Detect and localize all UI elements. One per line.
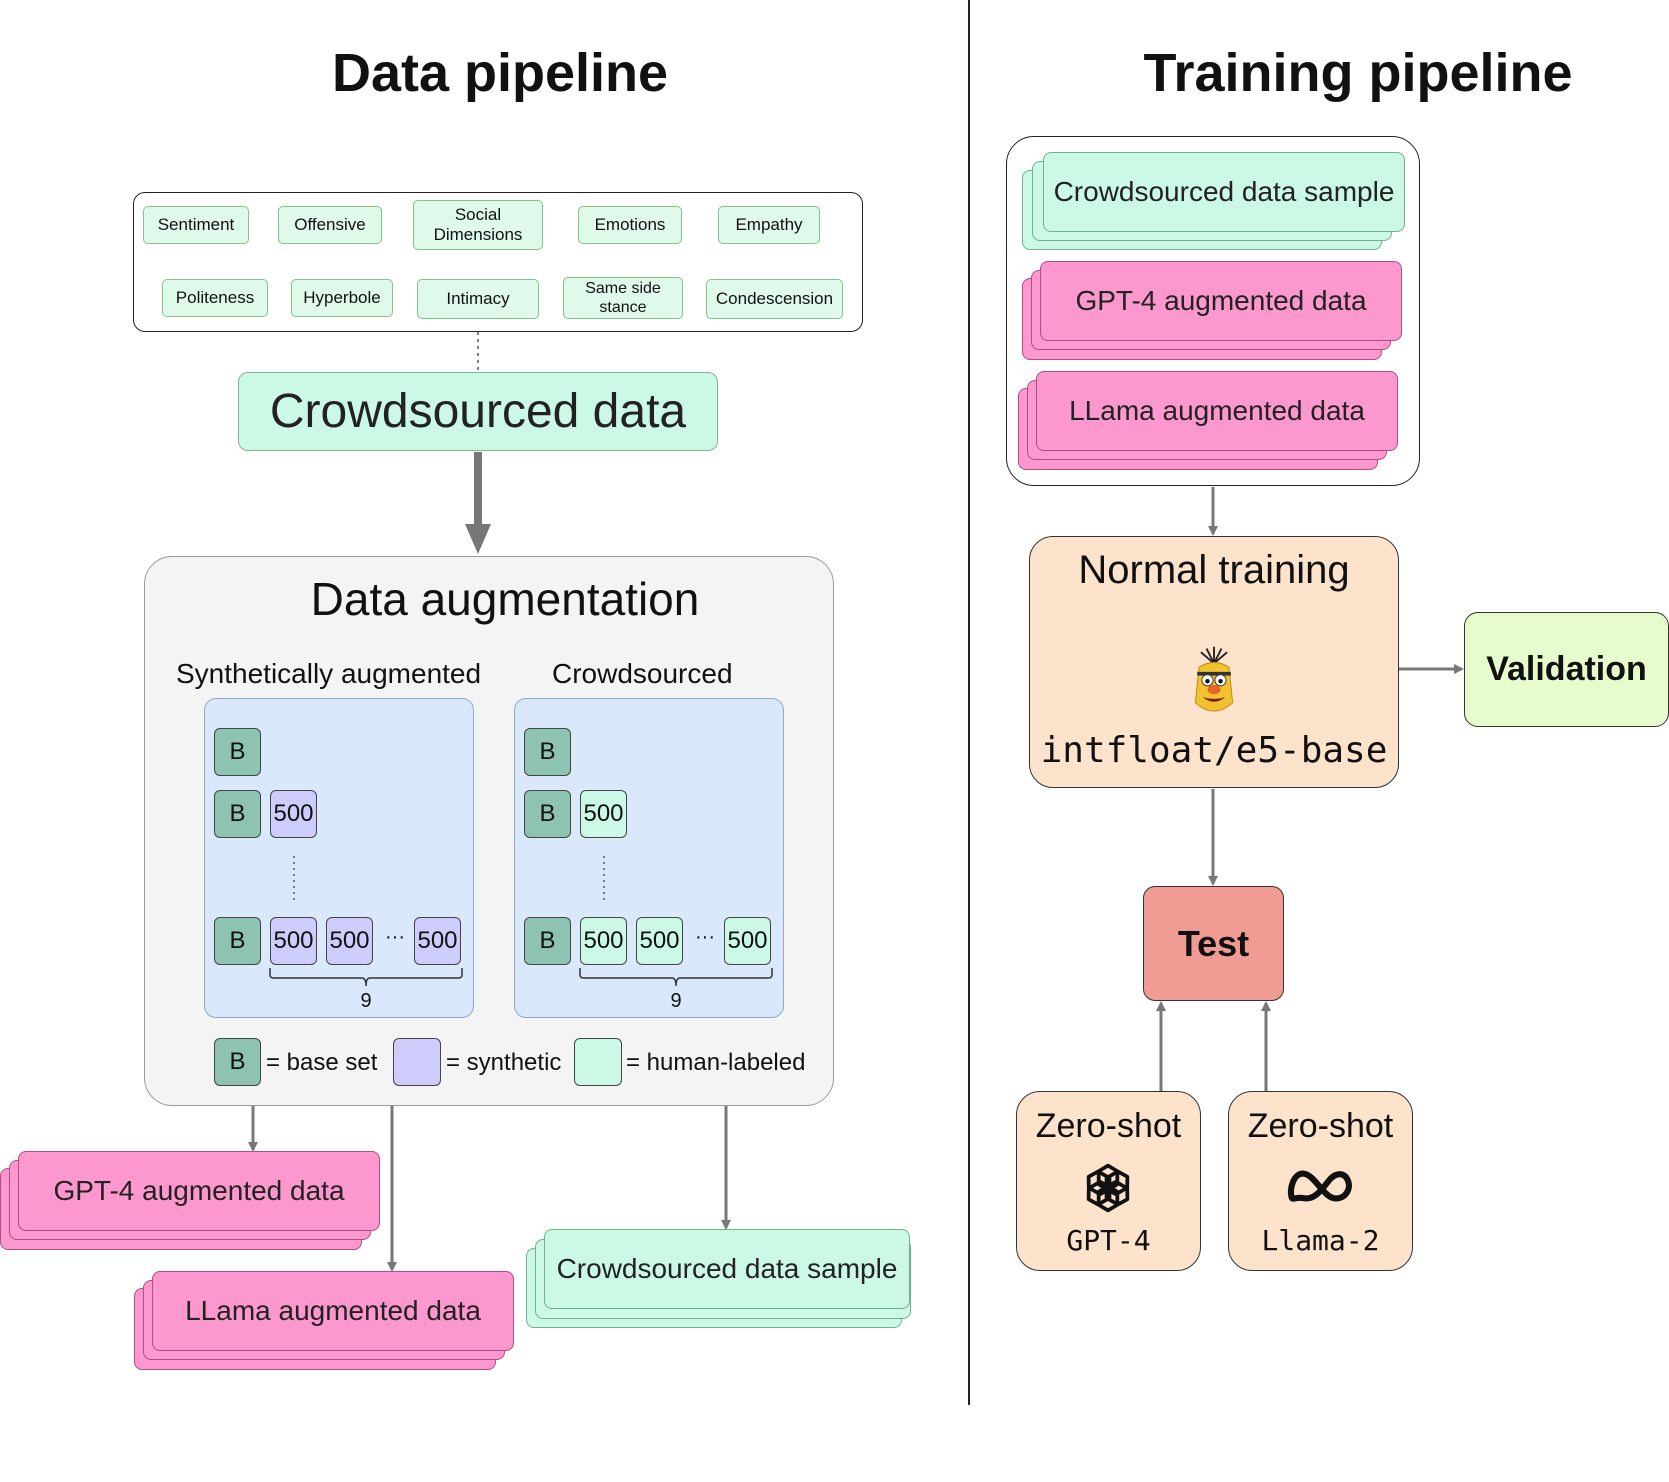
zero-shot-llama-box bbox=[1228, 1091, 1413, 1271]
base-set-block: B bbox=[214, 790, 261, 838]
openai-logo-icon bbox=[1086, 1163, 1130, 1213]
task-chip-sentiment: Sentiment bbox=[143, 206, 249, 244]
normal-training-title: Normal training bbox=[1078, 548, 1350, 592]
human-labeled-block: 500 bbox=[580, 917, 627, 965]
meta-logo-icon bbox=[1287, 1170, 1352, 1202]
base-set-block: B bbox=[214, 728, 261, 776]
model-name: intfloat/e5-base bbox=[1040, 730, 1388, 771]
repeat-count: 9 bbox=[670, 990, 682, 1012]
train-llama-augmented-data: LLama augmented data bbox=[1036, 371, 1398, 451]
task-chip-condescension: Condescension bbox=[706, 279, 843, 319]
legend-human-label: = human-labeled bbox=[626, 1049, 806, 1076]
bert-muppet-icon bbox=[1194, 646, 1234, 712]
task-chip-same-side-stance: Same side stance bbox=[563, 277, 683, 319]
human-labeled-block: 500 bbox=[636, 917, 683, 965]
train-crowdsourced-data-sample: Crowdsourced data sample bbox=[1043, 152, 1405, 232]
synthetic-block: 500 bbox=[270, 790, 317, 838]
data-pipeline-title: Data pipeline bbox=[331, 43, 669, 103]
data-augmentation-title: Data augmentation bbox=[310, 573, 700, 625]
task-chip-offensive: Offensive bbox=[278, 206, 382, 244]
gpt4-model-label: GPT-4 bbox=[1066, 1224, 1151, 1257]
task-chip-intimacy: Intimacy bbox=[417, 279, 539, 319]
test-box: Test bbox=[1143, 886, 1284, 1001]
gpt4-augmented-data: GPT-4 augmented data bbox=[18, 1151, 380, 1231]
task-chip-empathy: Empathy bbox=[718, 206, 820, 244]
llama-augmented-data: LLama augmented data bbox=[152, 1271, 514, 1351]
legend-human-swatch bbox=[574, 1038, 622, 1086]
synthetic-brace bbox=[269, 968, 463, 987]
train-gpt4-augmented-data: GPT-4 augmented data bbox=[1040, 261, 1402, 341]
repeat-count: 9 bbox=[360, 990, 372, 1012]
pipeline-divider bbox=[968, 0, 970, 1405]
synthetic-block: 500 bbox=[326, 917, 373, 965]
synthetic-section-title: Synthetically augmented bbox=[176, 658, 482, 689]
zero-shot-llama-title: Zero-shot bbox=[1247, 1107, 1394, 1145]
crowd-brace bbox=[579, 968, 773, 987]
legend-synthetic-label: = synthetic bbox=[446, 1049, 562, 1076]
legend-base-swatch: B bbox=[214, 1038, 261, 1086]
base-set-block: B bbox=[524, 728, 571, 776]
crowd-section-title: Crowdsourced bbox=[552, 658, 733, 689]
task-chip-social-dimensions: Social Dimensions bbox=[413, 200, 543, 250]
llama-model-label: Llama-2 bbox=[1261, 1224, 1380, 1257]
training-pipeline-title: Training pipeline bbox=[1143, 43, 1573, 103]
synthetic-block: 500 bbox=[414, 917, 461, 965]
zero-shot-gpt4-title: Zero-shot bbox=[1035, 1107, 1182, 1145]
legend-synthetic-swatch bbox=[393, 1038, 441, 1086]
synthetic-block: 500 bbox=[270, 917, 317, 965]
validation-box: Validation bbox=[1464, 612, 1669, 727]
human-labeled-block: 500 bbox=[580, 790, 627, 838]
crowdsourced-data-sample: Crowdsourced data sample bbox=[544, 1229, 910, 1309]
task-chip-emotions: Emotions bbox=[578, 206, 682, 244]
base-set-block: B bbox=[214, 917, 261, 965]
ellipsis: ··· bbox=[385, 926, 405, 948]
ellipsis: ··· bbox=[695, 926, 715, 948]
legend-base-label: = base set bbox=[266, 1049, 378, 1076]
crowdsourced-data-box: Crowdsourced data bbox=[238, 372, 718, 451]
task-chip-hyperbole: Hyperbole bbox=[291, 279, 393, 317]
base-set-block: B bbox=[524, 917, 571, 965]
human-labeled-block: 500 bbox=[724, 917, 771, 965]
task-chip-politeness: Politeness bbox=[162, 279, 268, 317]
base-set-block: B bbox=[524, 790, 571, 838]
